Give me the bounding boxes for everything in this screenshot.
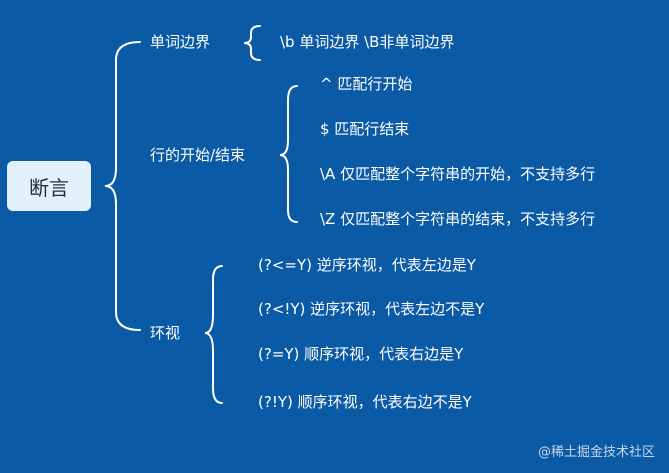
- branch-node-lookaround[interactable]: 环视: [150, 324, 181, 342]
- leaf-line-end[interactable]: $ 匹配行结束: [320, 120, 410, 138]
- leaf-string-start[interactable]: \A 仅匹配整个字符串的开始，不支持多行: [320, 165, 596, 183]
- leaf-lookbehind-negative[interactable]: (?<!Y) 逆序环视，代表左边不是Y: [258, 300, 485, 318]
- leaf-word-boundary[interactable]: \b 单词边界 \B非单词边界: [280, 33, 455, 51]
- leaf-lookahead-positive[interactable]: (?=Y) 顺序环视，代表右边是Y: [258, 345, 464, 363]
- branch-brace-lookaround: [204, 265, 223, 404]
- leaf-lookahead-negative[interactable]: (?!Y) 顺序环视，代表右边不是Y: [258, 393, 472, 411]
- branch-node-word-boundary[interactable]: 单词边界: [150, 33, 211, 51]
- leaf-lookbehind-positive[interactable]: (?<=Y) 逆序环视，代表左边是Y: [258, 256, 476, 274]
- watermark: @稀土掘金技术社区: [537, 445, 655, 460]
- branch-node-line-anchors[interactable]: 行的开始/结束: [150, 146, 246, 164]
- leaf-string-end[interactable]: \Z 仅匹配整个字符串的结束，不支持多行: [320, 210, 596, 228]
- branch-brace-word-boundary: [243, 25, 261, 61]
- root-brace: [104, 41, 141, 331]
- branch-brace-line-anchors: [279, 85, 298, 223]
- root-node-assertion[interactable]: 断言: [7, 161, 91, 211]
- leaf-line-start[interactable]: ^ 匹配行开始: [320, 75, 413, 93]
